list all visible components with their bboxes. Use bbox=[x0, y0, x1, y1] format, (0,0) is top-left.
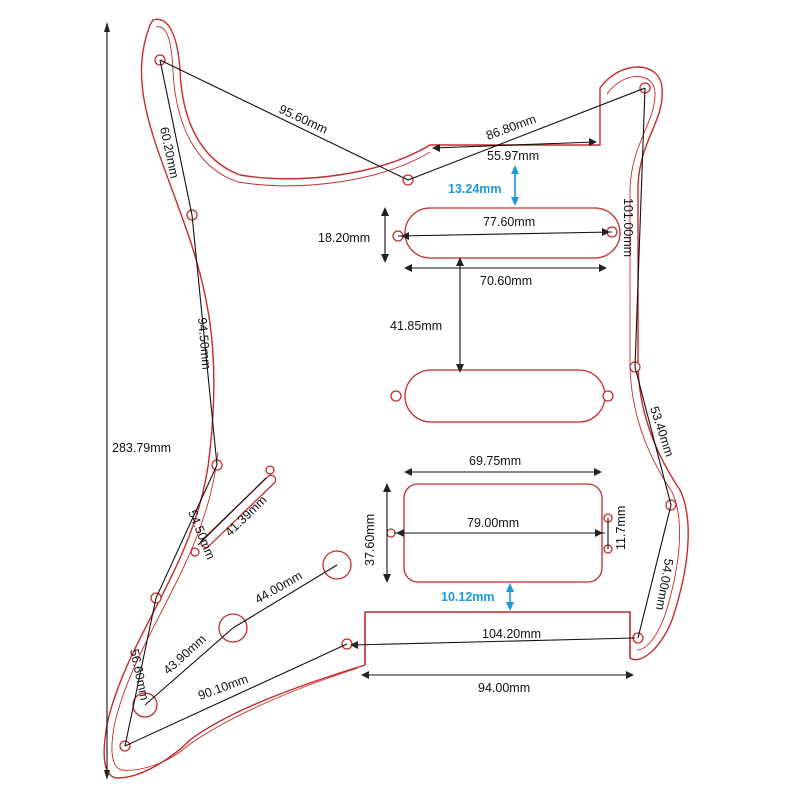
left-top-label: 60.20mm bbox=[157, 126, 182, 180]
humbucker-height-label: 37.60mm bbox=[363, 514, 377, 566]
neck-pickup-cutout bbox=[404, 207, 621, 259]
single-coil-width-label: 70.60mm bbox=[480, 274, 532, 288]
single-coil-mounting-line bbox=[397, 231, 613, 237]
dimension-lines bbox=[104, 22, 672, 780]
bottom-cutout-top-line bbox=[351, 637, 636, 646]
hole-spacing-label: 11.7mm bbox=[614, 506, 628, 550]
humbucker-width-label: 69.75mm bbox=[469, 454, 521, 468]
notch-width-line bbox=[432, 141, 596, 149]
single-coil-height-label: 18.20mm bbox=[318, 231, 370, 245]
screw-hole bbox=[190, 547, 200, 557]
overall-height-label: 283.79mm bbox=[112, 441, 171, 455]
right-upper-label: 101.00mm bbox=[621, 198, 635, 257]
neck-middle-label: 41.85mm bbox=[390, 319, 442, 333]
screw-hole bbox=[386, 528, 396, 538]
bottom-cutout-width-label: 94.00mm bbox=[478, 681, 530, 695]
bottom-gap-label: 10.12mm bbox=[441, 590, 495, 604]
top-right-chord-label: 86.80mm bbox=[484, 112, 538, 143]
left-edge-chain bbox=[124, 59, 218, 747]
top-left-chord-label: 95.60mm bbox=[277, 102, 330, 137]
bottom-cutout bbox=[364, 612, 631, 665]
bottom-left-line bbox=[124, 643, 348, 747]
left-mid-label: 94.50mm bbox=[195, 317, 213, 370]
single-coil-mounting-label: 77.60mm bbox=[483, 215, 535, 229]
screw-hole bbox=[265, 465, 275, 475]
switch-slot-line bbox=[197, 477, 267, 546]
screw-hole bbox=[602, 390, 614, 402]
pickguard-bevel bbox=[111, 26, 680, 771]
knob-spacing-upper-line bbox=[232, 564, 338, 629]
bottom-cutout-top-label: 104.20mm bbox=[482, 627, 541, 641]
neck-gap-label: 13.24mm bbox=[448, 182, 502, 196]
notch-width-label: 55.97mm bbox=[487, 149, 539, 163]
middle-pickup-cutout bbox=[404, 369, 606, 423]
humbucker-mounting-label: 79.00mm bbox=[467, 516, 519, 530]
right-edge-chain bbox=[634, 87, 672, 639]
top-chord-lines bbox=[159, 59, 646, 181]
screw-hole bbox=[390, 390, 402, 402]
bottom-left-label: 90.10mm bbox=[196, 672, 250, 703]
knob-spacing-lower-line bbox=[144, 627, 234, 706]
pickguard-outline bbox=[103, 18, 689, 779]
